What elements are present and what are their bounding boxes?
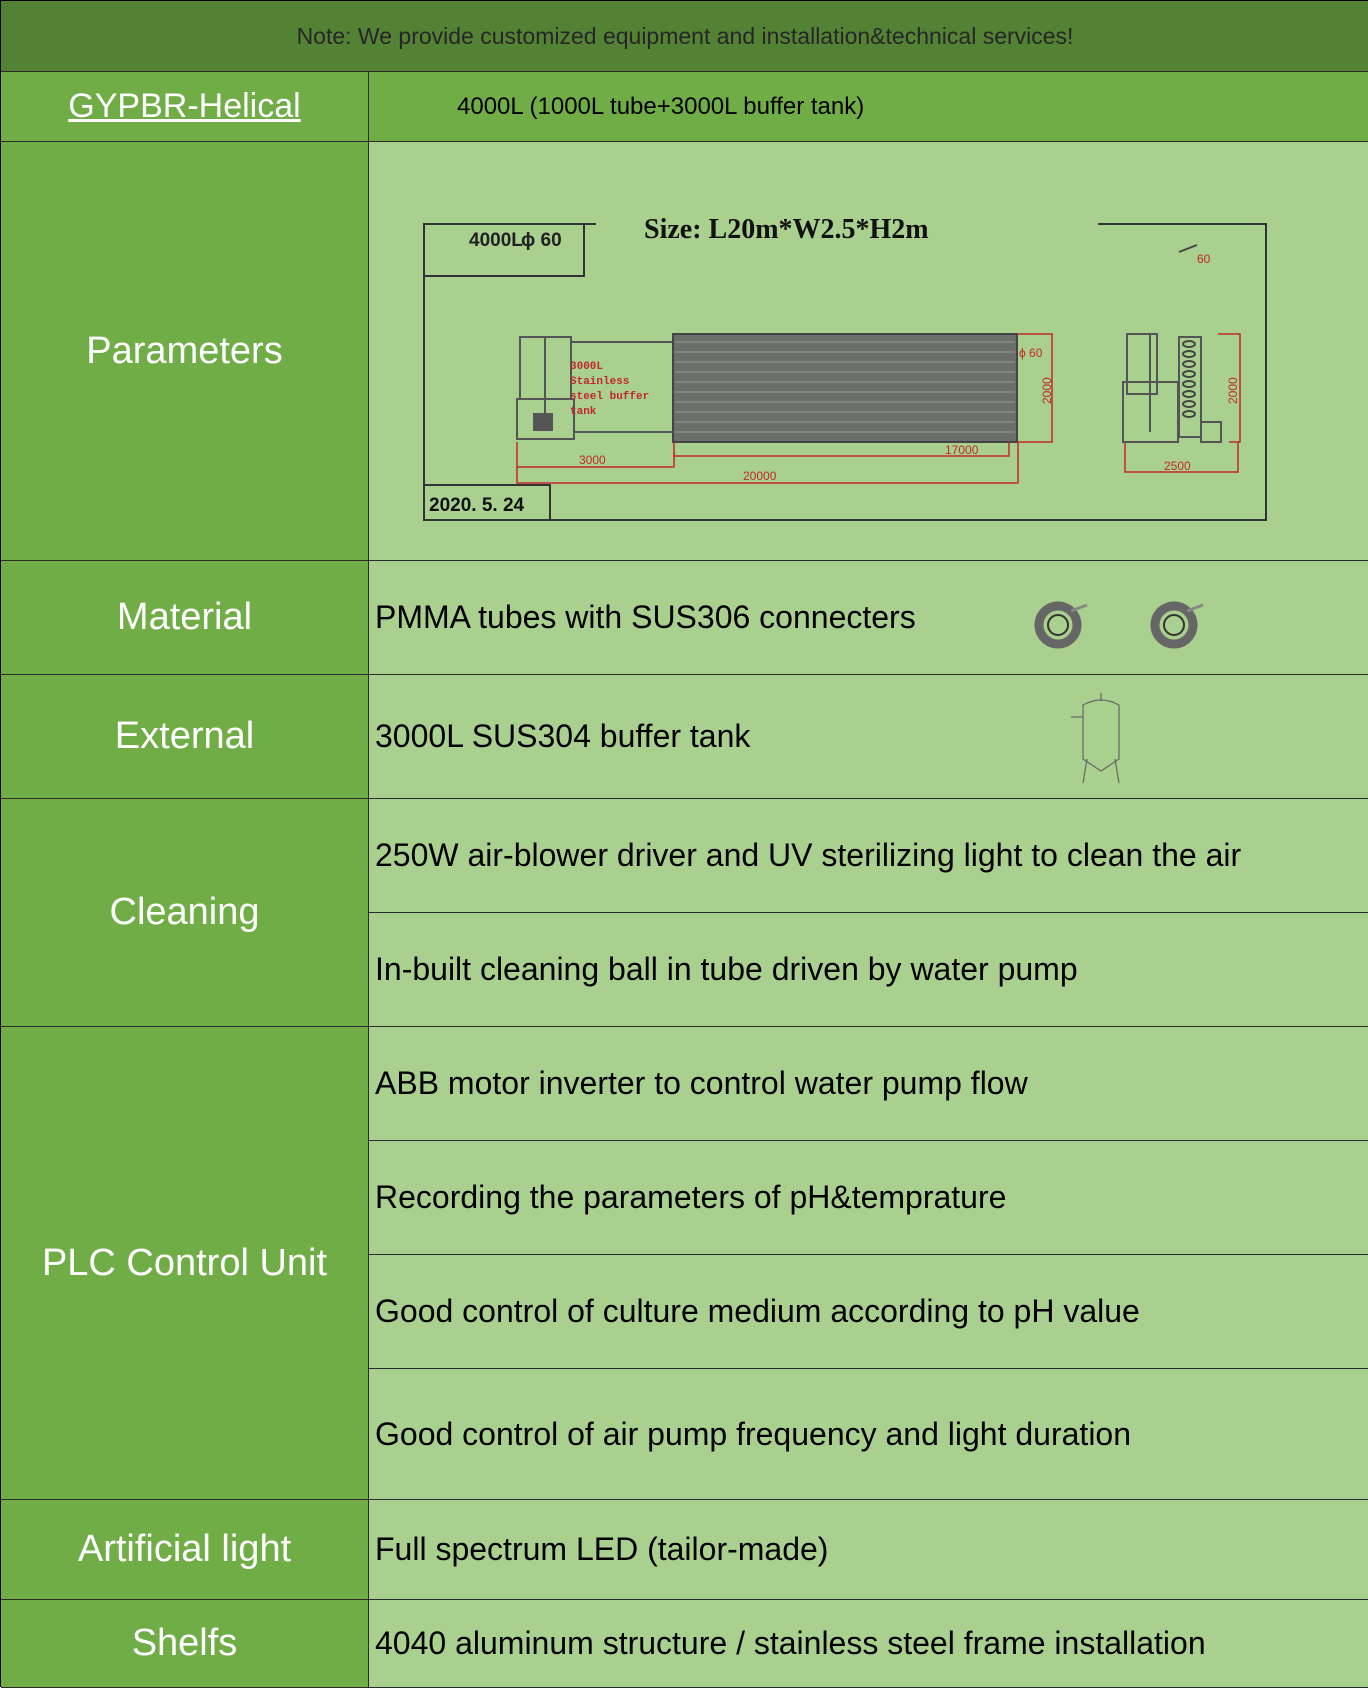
shelfs-value: 4040 aluminum structure / stainless stee… bbox=[369, 1600, 1368, 1688]
clamp-connector-icon bbox=[1150, 601, 1204, 649]
tank-note-2: Stainless bbox=[570, 376, 629, 388]
external-label: External bbox=[1, 675, 369, 799]
tank-note-4: tank bbox=[570, 406, 597, 418]
dim-tube-length: 17000 bbox=[945, 443, 979, 457]
parameters-label: Parameters bbox=[1, 142, 369, 561]
tank-note-1: 3000L bbox=[570, 361, 603, 373]
light-value: Full spectrum LED (tailor-made) bbox=[369, 1500, 1368, 1600]
model-name-link[interactable]: GYPBR-Helical bbox=[68, 87, 301, 125]
plc-value-3: Good control of culture medium according… bbox=[369, 1255, 1368, 1369]
material-label: Material bbox=[1, 561, 369, 675]
material-value: PMMA tubes with SUS306 connecters bbox=[369, 561, 1368, 675]
cleaning-value-1: 250W air-blower driver and UV sterilizin… bbox=[369, 799, 1368, 913]
model-name-cell: GYPBR-Helical bbox=[1, 72, 369, 142]
dim-tank-length: 3000 bbox=[579, 453, 606, 467]
dim-pipe: ϕ 60 bbox=[1019, 346, 1043, 360]
dim-height: 2000 bbox=[1040, 377, 1054, 404]
side-view-icon bbox=[1122, 333, 1222, 443]
buffer-tank-icon bbox=[516, 336, 674, 440]
note-banner: Note: We provide customized equipment an… bbox=[1, 1, 1368, 72]
plc-label: PLC Control Unit bbox=[1, 1027, 369, 1500]
technical-drawing: 4000L ϕ 60 Size: L20m*W2.5*H2m 2020. 5. … bbox=[423, 214, 1267, 521]
clamp-connector-icon bbox=[1034, 601, 1088, 649]
cleaning-value-2: In-built cleaning ball in tube driven by… bbox=[369, 913, 1368, 1027]
model-capacity: 4000L (1000L tube+3000L buffer tank) bbox=[369, 72, 1368, 142]
buffer-tank-sketch-icon bbox=[1071, 693, 1120, 784]
drawing-date: 2020. 5. 24 bbox=[429, 495, 525, 516]
plc-value-1: ABB motor inverter to control water pump… bbox=[369, 1027, 1368, 1141]
light-label: Artificial light bbox=[1, 1500, 369, 1600]
detail-pipe-icon bbox=[1178, 244, 1198, 253]
date-box bbox=[423, 484, 551, 521]
shelfs-label: Shelfs bbox=[1, 1600, 369, 1688]
drawing-title: Size: L20m*W2.5*H2m bbox=[644, 214, 929, 245]
drawing-volume: 4000L bbox=[469, 230, 523, 251]
dim-total-length: 20000 bbox=[743, 469, 777, 483]
detail-marker: 60 bbox=[1197, 252, 1211, 266]
tank-note-3: steel buffer bbox=[570, 391, 649, 403]
drawing-diameter: ϕ 60 bbox=[521, 230, 562, 251]
cleaning-label: Cleaning bbox=[1, 799, 369, 1027]
plc-value-4: Good control of air pump frequency and l… bbox=[369, 1369, 1368, 1500]
tube-array bbox=[672, 333, 1018, 443]
plc-value-2: Recording the parameters of pH&tempratur… bbox=[369, 1141, 1368, 1255]
external-value: 3000L SUS304 buffer tank bbox=[369, 675, 1368, 799]
volume-box bbox=[423, 223, 585, 277]
dim-width: 2500 bbox=[1164, 459, 1191, 473]
dim-height-side: 2000 bbox=[1226, 377, 1240, 404]
